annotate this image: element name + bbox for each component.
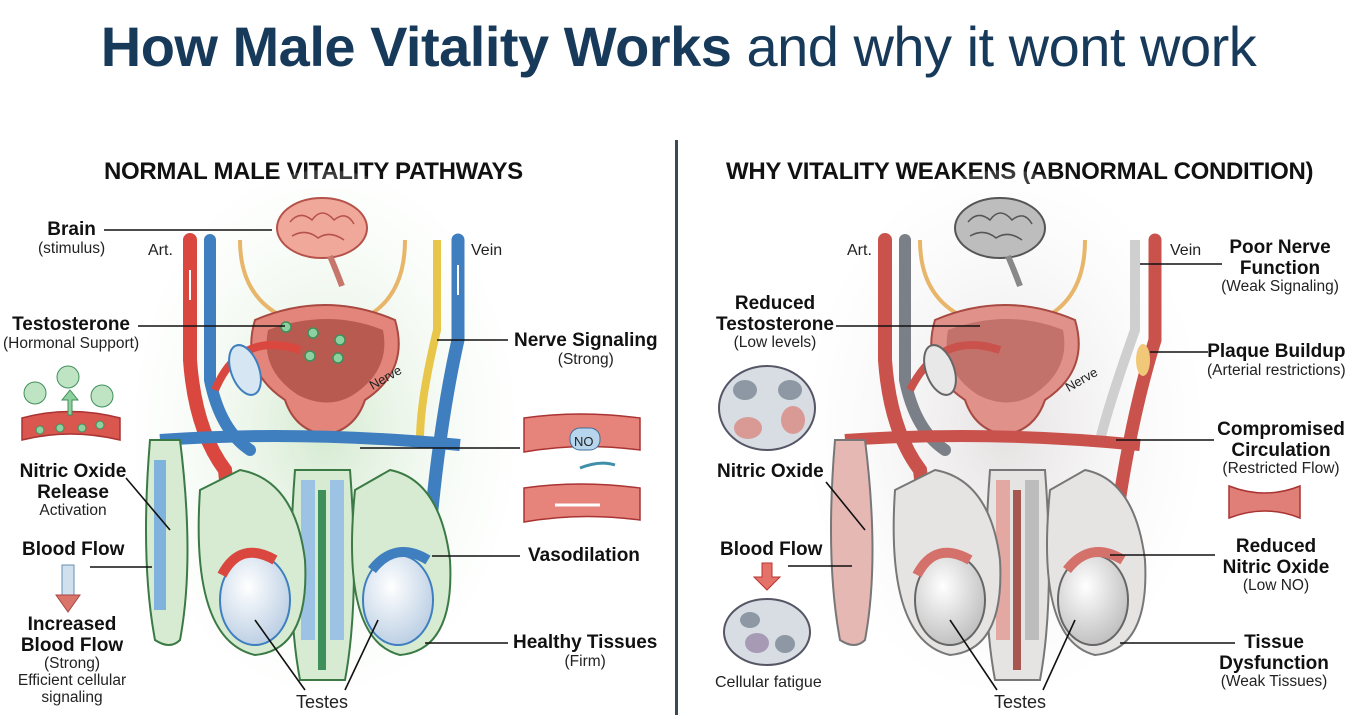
- low-testosterone-cell-icon: [718, 365, 816, 451]
- vein-label-right: Vein: [1170, 242, 1202, 259]
- title-regular: and why it wont work: [746, 15, 1257, 78]
- leader-lines: [90, 229, 1235, 691]
- blood-flow-down-arrow-icon: [752, 562, 782, 591]
- testes-label-left: Testes: [296, 692, 349, 712]
- label-tissue-dysfunction: Tissue Dysfunction(Weak Tissues): [1219, 632, 1329, 691]
- vein-label-left: Vein: [471, 242, 503, 259]
- no-badge: NO: [574, 434, 594, 449]
- artery-label-left: Art.: [148, 242, 173, 259]
- label-reduced-testosterone: Reduced Testosterone(Low levels): [716, 293, 834, 352]
- label-brain: Brain(stimulus): [38, 219, 106, 257]
- label-healthy-tissues: Healthy Tissues(Firm): [513, 632, 658, 670]
- label-blood-flow-right: Blood Flow: [720, 539, 823, 560]
- label-blood-flow: Blood Flow: [22, 539, 125, 560]
- cellular-fatigue-icon: [723, 598, 811, 666]
- label-increased-blood-flow: Increased Blood Flow(Strong)Efficient ce…: [17, 614, 127, 706]
- label-testosterone: Testosterone(Hormonal Support): [3, 314, 140, 352]
- left-testes: [197, 468, 452, 657]
- label-nitric-oxide: Nitric Oxide: [717, 461, 824, 482]
- label-vasodilation: Vasodilation: [528, 545, 640, 566]
- title-bold: How Male Vitality Works: [100, 15, 732, 78]
- label-nerve-signaling: Nerve Signaling(Strong): [514, 330, 658, 368]
- page-title: How Male Vitality Works and why it wont …: [0, 14, 1357, 79]
- vasodilation-vessel-icon: [523, 413, 641, 523]
- label-reduced-nitric-oxide: Reduced Nitric Oxide(Low NO): [1222, 536, 1330, 595]
- left-diagram: [21, 170, 641, 690]
- panel-divider: [675, 140, 678, 715]
- brain-icon: [276, 197, 368, 288]
- left-shafts: [145, 439, 355, 681]
- label-poor-nerve-function: Poor Nerve Function(Weak Signaling): [1221, 237, 1339, 296]
- label-plaque-buildup: Plaque Buildup(Arterial restrictions): [1207, 341, 1346, 379]
- label-cellular-fatigue: Cellular fatigue: [715, 674, 822, 691]
- nitric-oxide-release-icon: [21, 365, 121, 441]
- artery-label-right: Art.: [847, 242, 872, 259]
- blood-flow-arrow-icon: [55, 564, 81, 613]
- restricted-vessel-icon: [1228, 484, 1301, 520]
- testes-label-right: Testes: [994, 692, 1047, 712]
- label-compromised-circulation: Compromised Circulation(Restricted Flow): [1217, 419, 1345, 478]
- brain-gray-icon: [954, 197, 1046, 288]
- right-diagram: [718, 170, 1301, 690]
